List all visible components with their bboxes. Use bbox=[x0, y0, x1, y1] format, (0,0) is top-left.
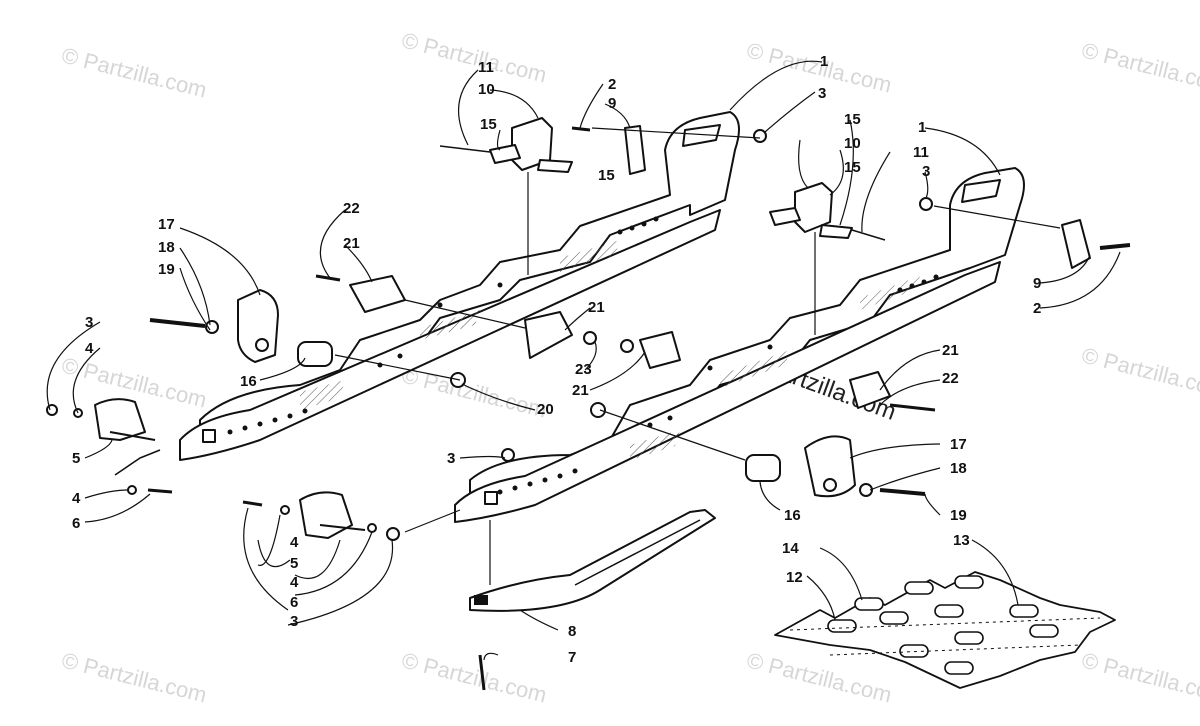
callout-21: 21 bbox=[942, 342, 959, 359]
callout-18: 18 bbox=[950, 460, 967, 477]
callout-11: 11 bbox=[913, 144, 929, 161]
callout-18: 18 bbox=[158, 239, 175, 256]
callout-19: 19 bbox=[950, 507, 967, 524]
callout-9: 9 bbox=[608, 95, 617, 112]
callout-3: 3 bbox=[447, 450, 456, 467]
left-slide-rail bbox=[179, 111, 740, 461]
callout-17: 17 bbox=[158, 216, 175, 233]
callout-2: 2 bbox=[1033, 300, 1042, 317]
wear-strip bbox=[469, 509, 716, 612]
callout-10: 10 bbox=[844, 135, 861, 152]
callout-11: 11 bbox=[478, 59, 494, 76]
rail-bracket-right bbox=[849, 371, 891, 409]
callout-8: 8 bbox=[568, 623, 577, 640]
callout-21: 21 bbox=[588, 299, 605, 316]
suspension-block-right bbox=[769, 182, 886, 241]
callout-13: 13 bbox=[953, 532, 970, 549]
callout-4: 4 bbox=[290, 534, 299, 551]
callout-5: 5 bbox=[72, 450, 81, 467]
callout-14: 14 bbox=[782, 540, 799, 557]
front-mount-left bbox=[237, 289, 279, 363]
callout-4: 4 bbox=[85, 340, 94, 357]
callout-10: 10 bbox=[478, 81, 495, 98]
callout-3: 3 bbox=[290, 613, 299, 630]
rear-mount-right bbox=[804, 435, 856, 498]
callout-12: 12 bbox=[786, 569, 803, 586]
suspension-block-left bbox=[439, 117, 573, 173]
callout-15: 15 bbox=[844, 159, 861, 176]
bracket-right bbox=[1061, 219, 1091, 269]
callout-3: 3 bbox=[85, 314, 94, 331]
callout-6: 6 bbox=[290, 594, 299, 611]
callout-21: 21 bbox=[572, 382, 589, 399]
callout-19: 19 bbox=[158, 261, 175, 278]
callout-15: 15 bbox=[598, 167, 615, 184]
bracket-left bbox=[624, 125, 646, 175]
callout-16: 16 bbox=[784, 507, 801, 524]
callout-4: 4 bbox=[72, 490, 81, 507]
rail-bracket-mid-left bbox=[524, 311, 573, 359]
callout-3: 3 bbox=[922, 163, 931, 180]
callout-1: 1 bbox=[820, 53, 829, 70]
right-slide-rail bbox=[454, 167, 1025, 523]
callout-22: 22 bbox=[343, 200, 360, 217]
track-section bbox=[774, 571, 1116, 689]
callout-5: 5 bbox=[290, 555, 299, 572]
callout-1: 1 bbox=[918, 119, 927, 136]
callout-21: 21 bbox=[343, 235, 360, 252]
callout-3: 3 bbox=[818, 85, 827, 102]
rail-bracket-mid-right bbox=[639, 331, 681, 369]
callout-23: 23 bbox=[575, 361, 592, 378]
callout-17: 17 bbox=[950, 436, 967, 453]
callout-2: 2 bbox=[608, 76, 617, 93]
callout-20: 20 bbox=[537, 401, 554, 418]
callout-15: 15 bbox=[844, 111, 861, 128]
callout-4: 4 bbox=[290, 574, 299, 591]
callout-6: 6 bbox=[72, 515, 81, 532]
callout-16: 16 bbox=[240, 373, 257, 390]
spacer-right bbox=[745, 454, 781, 482]
spacer-left bbox=[297, 341, 333, 367]
callout-15: 15 bbox=[480, 116, 497, 133]
callout-7: 7 bbox=[568, 649, 577, 666]
callout-9: 9 bbox=[1033, 275, 1042, 292]
bumper-block-left bbox=[94, 398, 146, 441]
bumper-block-right bbox=[299, 491, 353, 539]
rail-bracket-upper-left bbox=[349, 275, 406, 313]
callout-22: 22 bbox=[942, 370, 959, 387]
